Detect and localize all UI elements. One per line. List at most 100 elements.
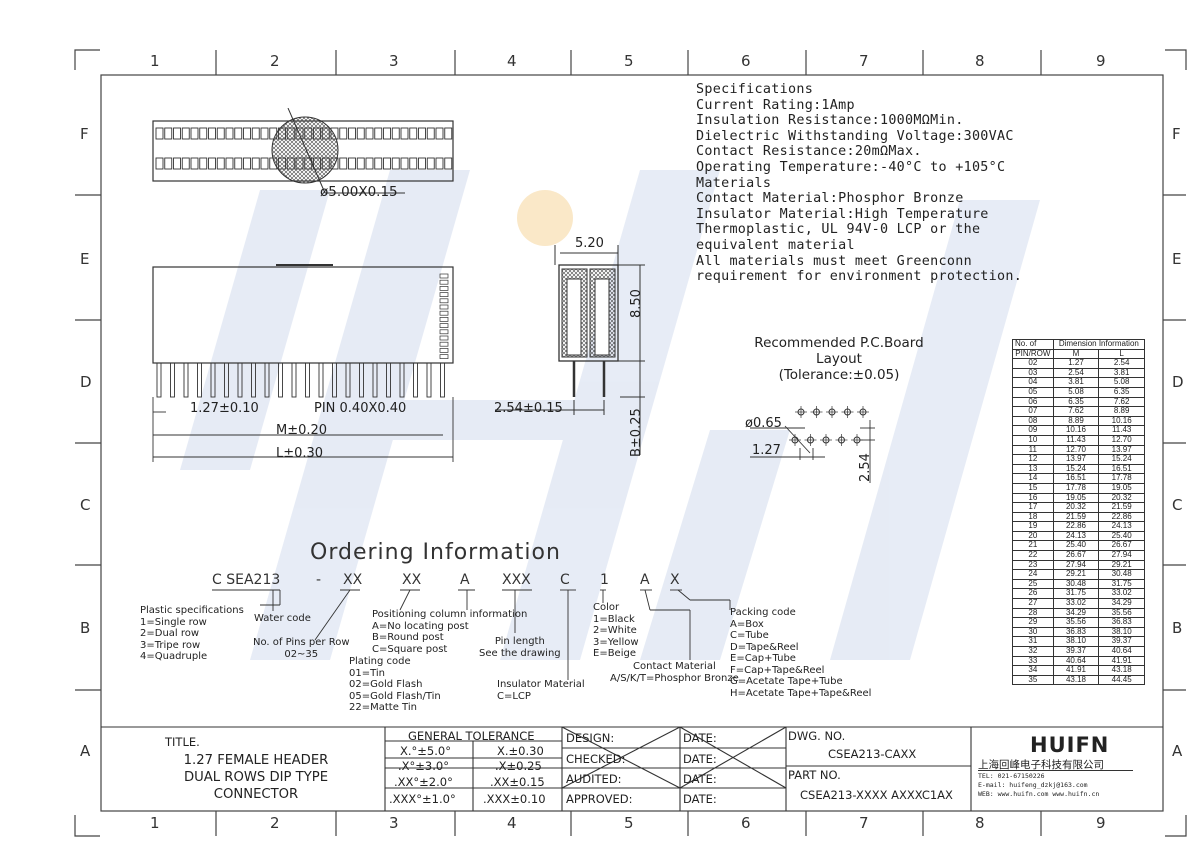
grid-col-label: 6	[741, 814, 751, 832]
legend-line: 05=Gold Flash/Tin	[349, 690, 441, 702]
pin-cavity	[155, 157, 164, 170]
legend-line: 4=Quadruple	[140, 651, 208, 662]
grid-col-label: 9	[1096, 814, 1106, 832]
legend-line: Color	[593, 602, 620, 613]
code-part: A	[640, 572, 650, 588]
grid-col-label: 5	[624, 52, 634, 70]
pin-cavity	[339, 157, 348, 170]
pcb-layout-title: Recommended P.C.Board Layout (Tolerance:…	[748, 335, 930, 383]
side-view-drawing	[495, 245, 645, 455]
side-pin-cavity	[439, 286, 449, 291]
title-line: CONNECTOR	[213, 787, 299, 802]
legend-line: E=Beige	[593, 648, 636, 659]
pcb-layout-line: Recommended P.C.Board	[754, 335, 924, 351]
grid-col-label: 7	[859, 52, 869, 70]
pin-cavity	[155, 127, 164, 140]
side-pin-cavity	[439, 292, 449, 297]
grid-col-label: 1	[150, 814, 160, 832]
pin-dimension: PIN 0.40X0.40	[314, 401, 407, 416]
pin-lead	[278, 362, 283, 398]
legend-line: Contact Material	[633, 661, 716, 672]
grid-row-label: D	[80, 373, 92, 391]
tolerance-header: GENERAL TOLERANCE	[408, 729, 535, 743]
table-cell: 44.45	[1098, 674, 1145, 686]
pin-cavity	[216, 157, 225, 170]
pin-lead	[372, 362, 378, 398]
spec-line: Contact Material:Phosphor Bronze	[696, 191, 964, 207]
spec-line: Dielectric Withstanding Voltage:300VAC	[696, 128, 1014, 144]
tolerance-angle: .XXX°±1.0°	[389, 792, 456, 806]
code-part: C SEA213	[212, 572, 281, 588]
grid-col-label: 1	[150, 52, 160, 70]
legend-line: A=Box	[730, 618, 764, 630]
pcb-layout-line: Layout	[816, 351, 862, 367]
pin-length-legend: Pin length See the drawing	[479, 636, 561, 659]
pcb-pitch-dimension: 1.27	[752, 443, 781, 458]
code-part: -	[316, 572, 322, 588]
company-name: 上海回峰电子科技有限公司	[978, 759, 1104, 771]
pcb-hole	[810, 406, 823, 418]
approved-label: APPROVED:	[566, 792, 633, 806]
grid-col-label: 4	[507, 814, 517, 832]
pin-cavity	[164, 157, 173, 170]
pin-cavity	[225, 157, 234, 170]
pin-cavity	[391, 127, 400, 140]
grid-row-label: E	[80, 250, 90, 268]
pcb-hole	[857, 406, 869, 418]
specifications-block: Specifications Current Rating:1Amp Insul…	[696, 82, 1022, 285]
grid-row-label: B	[80, 619, 91, 637]
pin-cavity	[391, 157, 400, 170]
pin-lead	[305, 362, 310, 398]
legend-line: D=Tape&Reel	[730, 641, 799, 653]
legend-line: 01=Tin	[349, 667, 386, 679]
pin-cavity	[348, 157, 356, 170]
checked-label: CHECKED:	[566, 752, 626, 766]
insulator-legend: Insulator Material C=LCP	[497, 679, 585, 702]
pin-lead	[224, 362, 229, 398]
pin-lead	[318, 362, 324, 398]
spec-line: Current Rating:1Amp	[696, 97, 855, 113]
num-pins-legend: No. of Pins per Row 02~35	[253, 637, 350, 660]
legend-line: A/S/K/T=Phosphor Bronze	[610, 672, 739, 684]
side-pin-cavity	[439, 348, 449, 353]
pin-cavity	[243, 157, 251, 170]
grid-row-label: E	[1172, 250, 1182, 268]
legend-line: 3=Tripe row	[140, 639, 201, 651]
pcb-layout-line: (Tolerance:±0.05)	[778, 367, 900, 383]
legend-line: H=Acetate Tape+Tape&Reel	[730, 687, 872, 699]
pin-cavity	[426, 157, 435, 170]
contact-legend: Contact Material A/S/K/T=Phosphor Bronze	[610, 661, 739, 684]
side-pin-cavity	[439, 329, 449, 335]
legend-line: 02~35	[284, 648, 319, 660]
pin-cavity	[216, 127, 225, 140]
pin-lead	[359, 362, 364, 398]
pin-cavity	[418, 157, 426, 170]
pin-cavity	[181, 127, 190, 140]
date-label: DATE:	[683, 772, 717, 786]
tolerance-angle: .XX°±2.0°	[394, 775, 453, 789]
legend-line: A=No locating post	[372, 620, 469, 632]
dwg-no-value: CSEA213-CAXX	[828, 747, 917, 761]
legend-line: Plastic specifications	[140, 605, 244, 616]
legend-line: B=Round post	[372, 632, 444, 643]
date-label: DATE:	[683, 731, 717, 745]
legend-line: 1=Single row	[140, 616, 207, 628]
pin-cavity	[383, 127, 391, 140]
pcb-hole	[835, 434, 848, 446]
company-divider	[978, 770, 1133, 771]
spec-line: Contact Resistance:20mΩMax.	[696, 144, 922, 160]
pin-cavity	[190, 157, 199, 170]
audited-label: AUDITED:	[566, 772, 622, 786]
pin-cavity	[444, 157, 453, 170]
dimension-table: No. of Dimension Information PIN/ROW M L…	[1012, 339, 1146, 686]
pin-lead	[440, 362, 445, 398]
spec-line: equivalent material	[696, 237, 855, 253]
pin-cavity	[365, 157, 374, 170]
spec-line: Operating Temperature:-40°C to +105°C	[696, 159, 1006, 175]
water-code-label: Water code	[254, 613, 311, 624]
pin-lead	[386, 362, 391, 398]
date-label: DATE:	[683, 792, 717, 806]
pin-cavity	[356, 157, 365, 170]
